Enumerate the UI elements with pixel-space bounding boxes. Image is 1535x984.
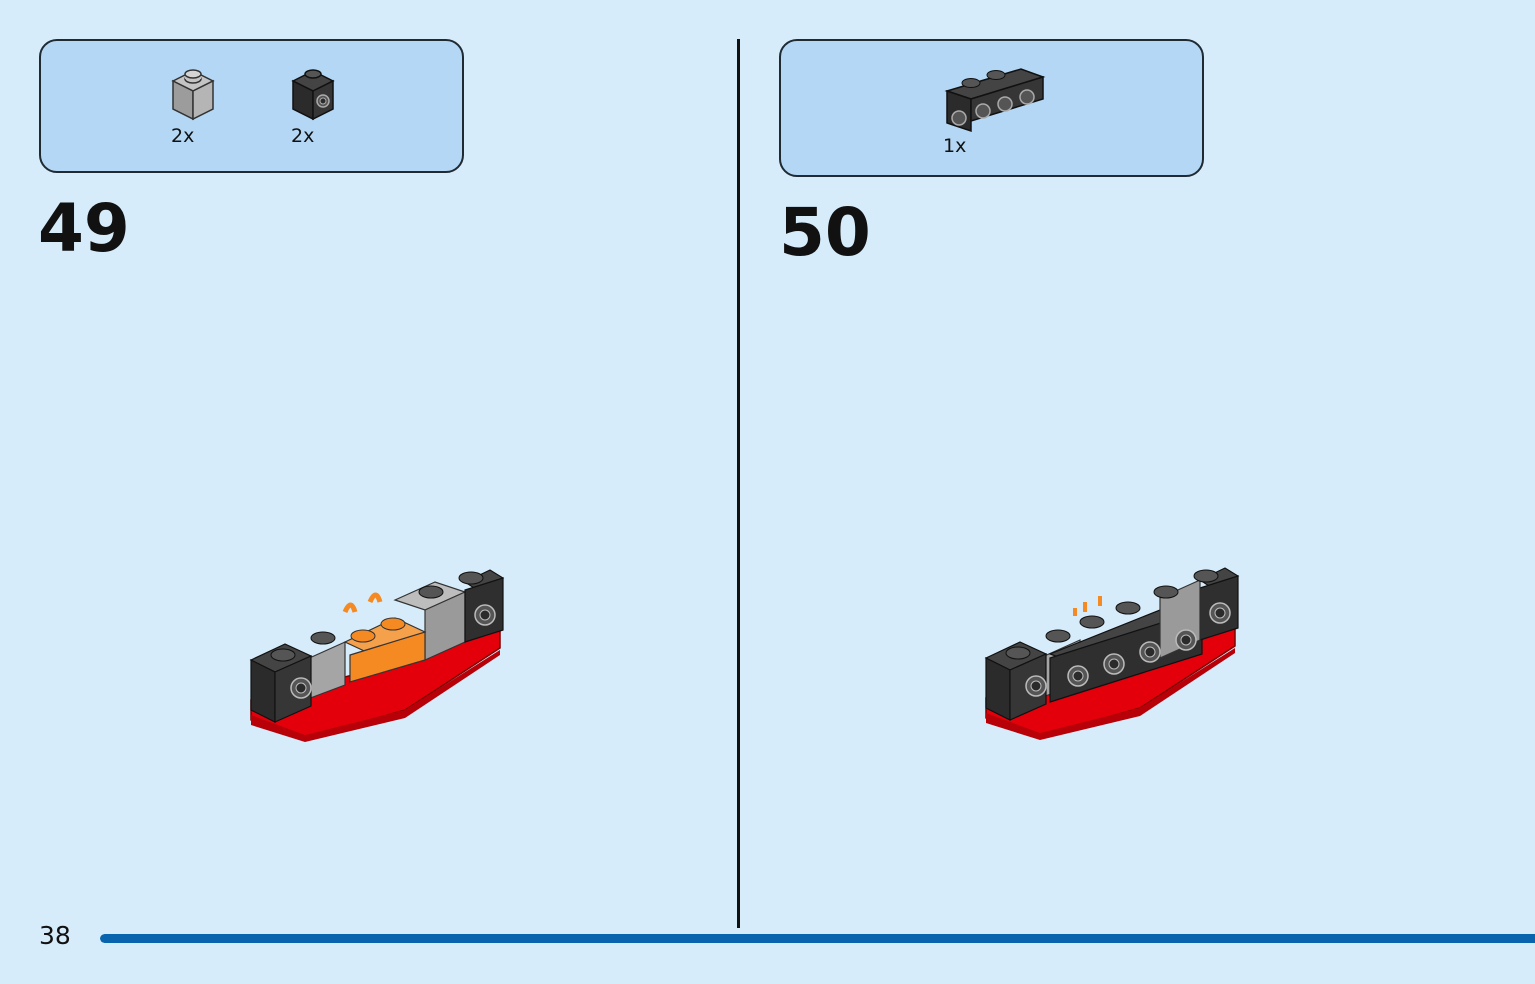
black-side-stud-brick-icon <box>291 69 335 121</box>
part-quantity: 1x <box>943 135 967 157</box>
model-assembly-step-50 <box>984 567 1240 740</box>
step-number: 49 <box>38 190 130 267</box>
progress-bar <box>100 934 1535 943</box>
model-assembly-step-49 <box>249 569 505 742</box>
parts-callout-step-49: 2x 2x <box>39 39 464 173</box>
step-number: 50 <box>779 194 871 271</box>
part-quantity: 2x <box>291 125 315 147</box>
page-number: 38 <box>39 921 71 950</box>
progress-bar-fill <box>100 934 1535 943</box>
parts-callout-step-50: 1x <box>779 39 1204 177</box>
part-quantity: 2x <box>171 125 195 147</box>
light-gray-brick-icon <box>171 69 215 121</box>
page-divider <box>737 39 740 928</box>
black-bracket-plate-icon <box>944 68 1046 133</box>
